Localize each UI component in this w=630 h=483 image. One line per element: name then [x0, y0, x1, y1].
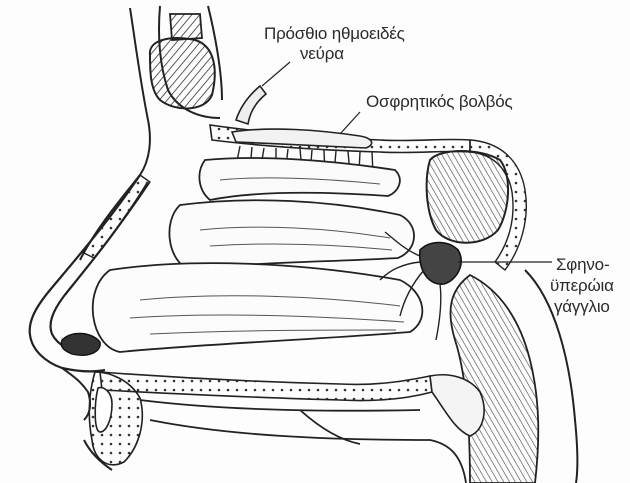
hard-palate	[100, 372, 432, 401]
label-ganglion-line3: γάγγλιο	[554, 296, 614, 317]
label-pterygopalatine-ganglion: Σφηνο- ϋπερώια γάγγλιο	[556, 254, 614, 317]
nasal-bone-band	[82, 175, 150, 258]
label-anterior-ethmoidal-line2: νεύρα	[264, 44, 405, 64]
frontal-sinus	[150, 38, 215, 108]
label-ganglion-line1: Σφηνο-	[556, 254, 614, 275]
middle-turbinate	[169, 200, 414, 270]
label-ganglion-line2: ϋπερώια	[550, 275, 614, 296]
label-anterior-ethmoidal-line1: Πρόσθιο ηθμοειδές	[264, 24, 405, 43]
label-olfactory-bulb: Οσφρητικός βολβός	[366, 92, 512, 112]
label-anterior-ethmoidal-nerves: Πρόσθιο ηθμοειδές νεύρα	[264, 24, 405, 64]
upper-lip	[62, 368, 90, 420]
nostril	[61, 333, 100, 355]
inferior-turbinate	[93, 263, 423, 352]
olfactory-bulb-pointer	[340, 112, 360, 134]
anterior-ethmoidal-pointer	[262, 62, 290, 86]
anterior-ethmoidal-nerve	[236, 86, 266, 124]
sphenoid-sinus	[427, 151, 508, 243]
oral-cavity	[140, 400, 466, 483]
frontal-sinus-small	[170, 14, 202, 40]
pterygopalatine-ganglion	[420, 243, 461, 285]
